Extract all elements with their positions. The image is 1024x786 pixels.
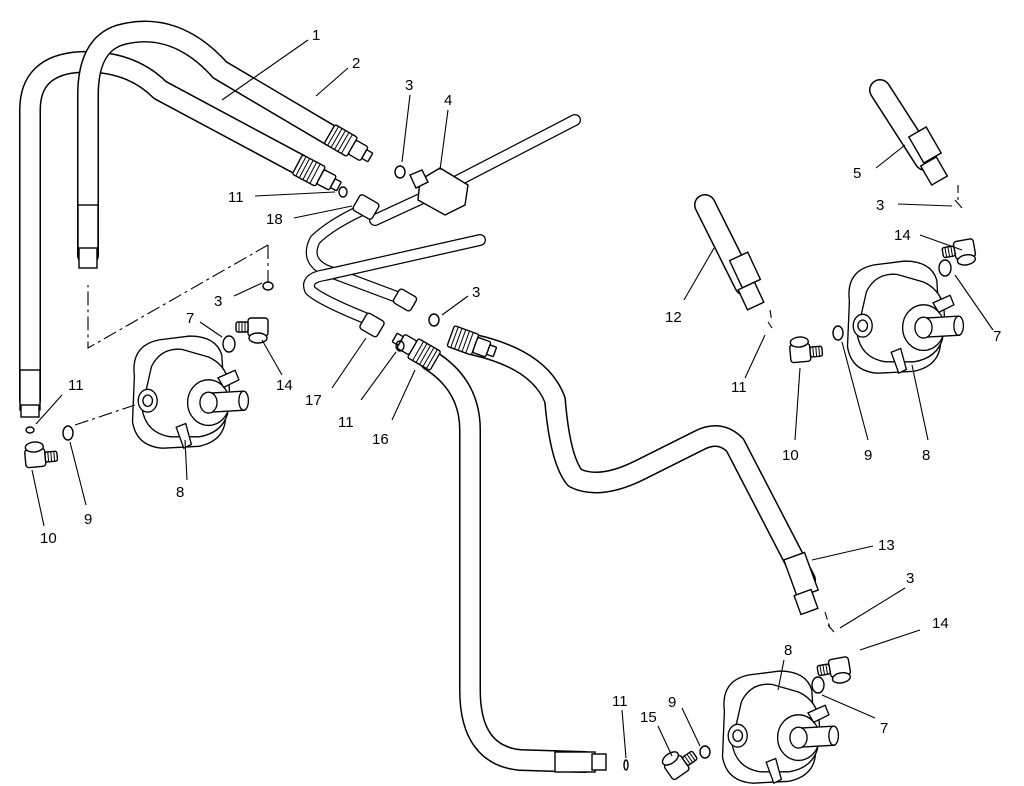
callout-10-right: 10 xyxy=(782,447,799,464)
callout-14-left: 14 xyxy=(276,377,293,394)
elbow-14-right xyxy=(940,237,978,270)
o-ring-11-center xyxy=(395,340,405,352)
hose-2 xyxy=(77,20,341,266)
callout-17: 17 xyxy=(305,392,322,409)
o-ring-3-left xyxy=(262,281,274,291)
callout-3-center: 3 xyxy=(472,284,480,301)
elbow-14-bottom xyxy=(815,655,853,688)
tube-nut-upper xyxy=(392,288,418,312)
pump-8-right xyxy=(846,260,965,374)
callout-7-right: 7 xyxy=(993,328,1001,345)
callout-18: 18 xyxy=(266,211,283,228)
callout-1: 1 xyxy=(312,27,320,44)
o-ring-9-right xyxy=(832,325,844,341)
hose-5-ferrule xyxy=(907,126,943,164)
o-ring-7-left xyxy=(222,335,236,353)
callout-10-left: 10 xyxy=(40,530,57,547)
callout-16: 16 xyxy=(372,431,389,448)
o-ring-3-right xyxy=(954,199,963,209)
callout-12: 12 xyxy=(665,309,682,326)
pump-8-left xyxy=(131,335,250,449)
o-ring-11-bottom xyxy=(623,759,629,771)
callout-3-right: 3 xyxy=(876,197,884,214)
o-ring-11-left xyxy=(25,426,35,434)
tube-nut-17 xyxy=(359,312,385,338)
callout-11-bottom: 11 xyxy=(612,693,628,710)
fitting-15 xyxy=(658,741,701,782)
hose-13-lower-nut xyxy=(793,588,819,616)
o-rings xyxy=(25,165,963,771)
tube-nut-18 xyxy=(352,194,380,220)
callout-9-left: 9 xyxy=(84,511,92,528)
o-ring-9-bottom xyxy=(699,745,711,759)
hose-12-nut xyxy=(737,281,765,311)
hose-2-end-fitting xyxy=(323,123,377,168)
elbow-10-left xyxy=(23,439,59,469)
callout-7-left: 7 xyxy=(186,310,194,327)
callout-14-right: 14 xyxy=(894,227,911,244)
hose-13 xyxy=(464,334,816,591)
callout-4: 4 xyxy=(444,92,452,109)
callout-8-bottom: 8 xyxy=(784,642,792,659)
hose-1-lower-ferrule xyxy=(19,369,41,411)
callout-11-top: 11 xyxy=(228,189,244,206)
callout-9-bottom: 9 xyxy=(668,694,676,711)
callout-7-bottom: 7 xyxy=(880,720,888,737)
elbow-14-left xyxy=(235,317,269,344)
hose-1-end-fitting xyxy=(291,153,345,197)
callout-8-right: 8 xyxy=(922,447,930,464)
o-ring-11-right xyxy=(767,321,773,329)
callout-8-left: 8 xyxy=(176,484,184,501)
leader-lines xyxy=(31,39,994,759)
o-ring-3-center xyxy=(428,313,440,327)
pump-8-bottom xyxy=(721,670,840,784)
o-ring-11-top xyxy=(338,186,348,198)
callout-3-bottom: 3 xyxy=(906,570,914,587)
o-ring-3-top xyxy=(394,165,406,179)
hose-2-lower-ferrule xyxy=(77,204,99,251)
steel-tube-17 xyxy=(303,204,486,326)
hose-16-lower-ferrule xyxy=(554,751,596,773)
callout-11-right: 11 xyxy=(731,379,747,396)
callout-labels: 1 2 3 4 11 18 3 7 14 11 10 9 8 3 17 11 1… xyxy=(40,27,1001,737)
callout-15: 15 xyxy=(640,709,657,726)
hose-16 xyxy=(419,349,596,773)
hose-1 xyxy=(19,50,311,411)
hose-5-nut xyxy=(919,156,949,186)
callout-3-left: 3 xyxy=(214,293,222,310)
callout-3-top: 3 xyxy=(405,77,413,94)
callout-14-bottom: 14 xyxy=(932,615,949,632)
o-ring-9-left xyxy=(62,425,74,441)
elbow-10-right xyxy=(788,334,824,364)
hose-2-lower-nut xyxy=(78,247,98,269)
callout-11-center: 11 xyxy=(338,414,354,431)
hose-1-lower-nut xyxy=(20,404,40,418)
callout-9-right: 9 xyxy=(864,447,872,464)
callout-5: 5 xyxy=(853,165,861,182)
callout-13: 13 xyxy=(878,537,895,554)
o-ring-7-bottom xyxy=(811,676,825,694)
callout-11-left: 11 xyxy=(68,377,84,394)
assembly-center-lines xyxy=(74,185,959,629)
hose-16-lower-nut xyxy=(591,753,607,771)
callout-2: 2 xyxy=(352,55,360,72)
o-ring-7-right xyxy=(938,259,952,277)
